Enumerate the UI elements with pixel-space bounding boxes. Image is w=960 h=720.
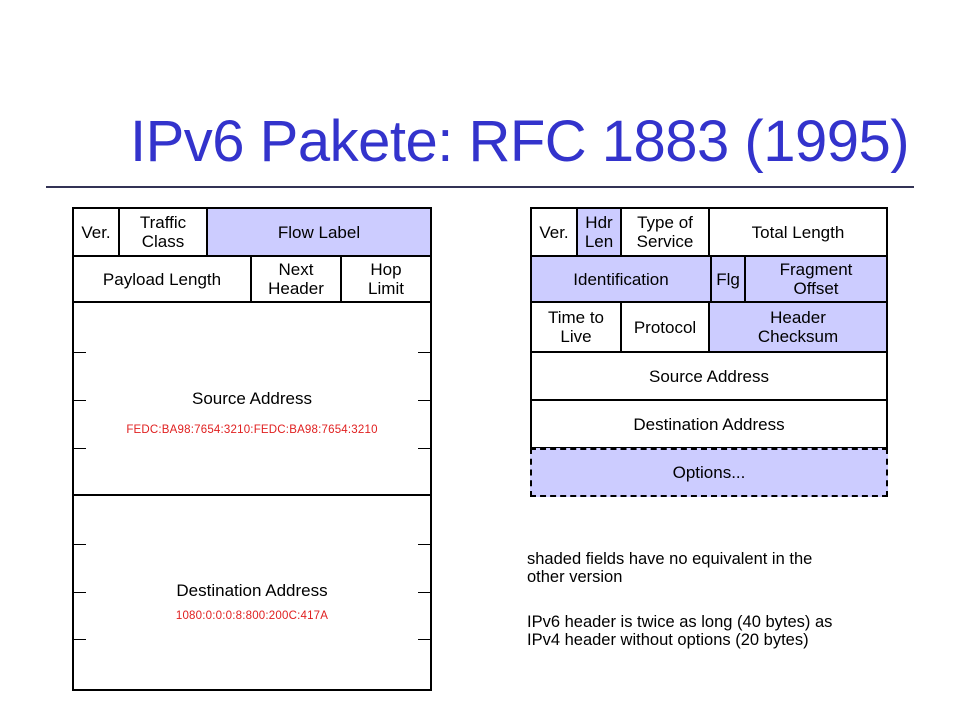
- ipv4-version-field: Ver.: [539, 222, 569, 242]
- ipv4-header-checksum-field: Header Checksum: [710, 303, 886, 351]
- ipv6-version-field: Ver.: [81, 222, 111, 242]
- ipv6-header-frame: [72, 207, 432, 691]
- ipv6-next-header-field: Next Header: [268, 260, 324, 298]
- ipv4-identification-field: Identification: [532, 257, 710, 301]
- note-header-length: IPv6 header is twice as long (40 bytes) …: [527, 613, 833, 649]
- slide-title: IPv6 Pakete: RFC 1883 (1995): [130, 109, 910, 174]
- ipv6-hop-limit-field: Hop Limit: [368, 260, 404, 298]
- ipv6-payload-length-field: Payload Length: [102, 269, 222, 289]
- ipv4-source-address-field: Source Address: [648, 366, 769, 386]
- ipv4-fragment-offset-field: Fragment Offset: [746, 257, 886, 301]
- ipv6-flow-label-field: Flow Label: [208, 209, 430, 255]
- ipv4-options-field: Options...: [530, 448, 888, 497]
- ipv4-time-to-live-field: Time to Live: [547, 308, 605, 346]
- ipv4-protocol-field: Protocol: [633, 317, 697, 337]
- note-shaded-fields: shaded fields have no equivalent in the …: [527, 550, 813, 586]
- ipv6-destination-address-example: 1080:0:0:0:8:800:200C:417A: [175, 610, 329, 622]
- ipv6-destination-address-field: Destination Address: [176, 581, 328, 600]
- ipv4-type-of-service-field: Type of Service: [636, 213, 694, 251]
- ipv4-total-length-field: Total Length: [751, 222, 845, 242]
- ipv6-traffic-class-field: Traffic Class: [139, 213, 187, 251]
- title-underline: [46, 186, 914, 188]
- ipv6-source-address-example: FEDC:BA98:7654:3210:FEDC:BA98:7654:3210: [126, 424, 378, 436]
- ipv4-flags-field: Flg: [712, 257, 744, 301]
- ipv6-source-address-field: Source Address: [191, 389, 312, 408]
- ipv4-destination-address-field: Destination Address: [633, 414, 785, 434]
- ipv4-hdr-len-field: Hdr Len: [578, 209, 620, 255]
